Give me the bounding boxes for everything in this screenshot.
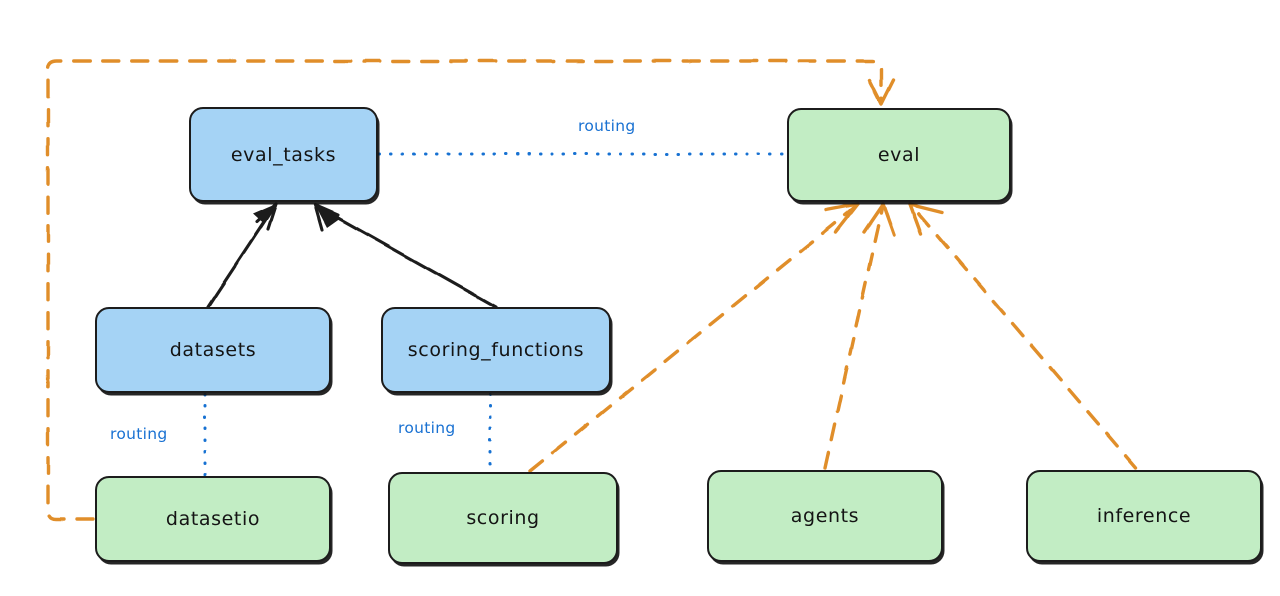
node-scoring[interactable]: scoring <box>388 472 618 564</box>
node-agents[interactable]: agents <box>707 470 943 562</box>
edge-inference-to-eval <box>908 202 1138 470</box>
node-eval[interactable]: eval <box>787 108 1011 202</box>
node-label-datasets: datasets <box>169 339 257 361</box>
node-label-eval_tasks: eval_tasks <box>230 143 337 166</box>
edge-datasetio-to-eval <box>46 59 895 521</box>
node-label-agents: agents <box>790 505 860 527</box>
node-datasetio[interactable]: datasetio <box>95 476 331 562</box>
edge-datasets-to-eval_tasks <box>206 202 278 309</box>
edge-scoring_functions-to-eval_tasks <box>313 203 498 309</box>
node-datasets[interactable]: datasets <box>95 307 331 393</box>
edge-label-routing-datasets-datasetio: routing <box>110 425 168 443</box>
edge-label-routing-eval_tasks-eval: routing <box>578 117 636 135</box>
node-label-inference: inference <box>1096 505 1192 527</box>
node-scoring_functions[interactable]: scoring_functions <box>381 307 611 393</box>
node-label-eval: eval <box>877 144 921 166</box>
node-eval_tasks[interactable]: eval_tasks <box>189 107 378 202</box>
node-label-scoring: scoring <box>466 507 540 529</box>
edge-scoring-to-eval <box>528 202 860 473</box>
edge-agents-to-eval <box>823 202 896 470</box>
edge-label-routing-scoring_functions-scoring: routing <box>398 419 456 437</box>
node-label-datasetio: datasetio <box>165 508 261 530</box>
node-inference[interactable]: inference <box>1026 470 1262 562</box>
node-label-scoring_functions: scoring_functions <box>407 339 585 361</box>
